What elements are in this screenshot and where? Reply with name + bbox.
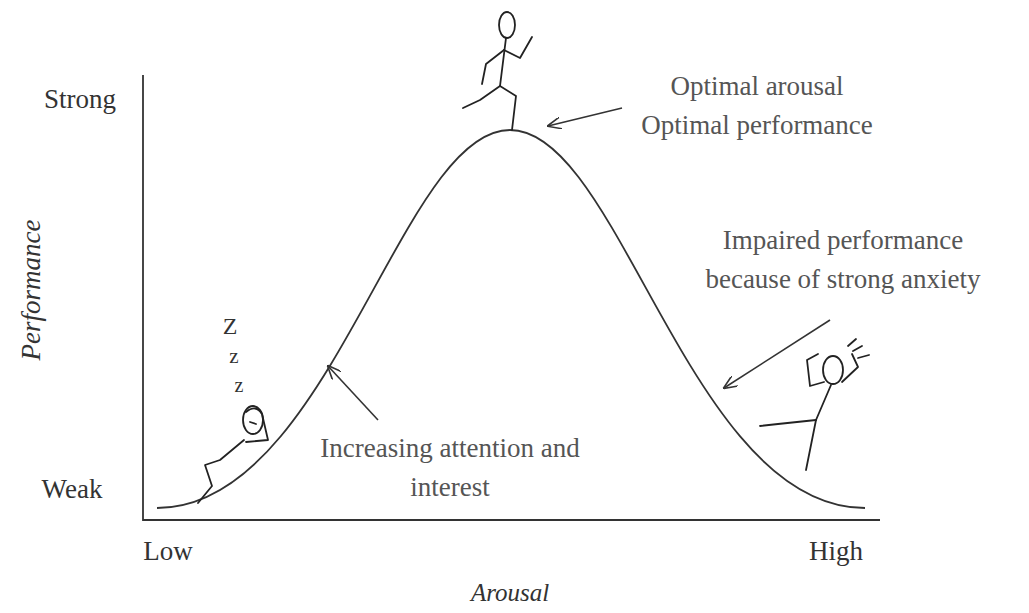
leader-arrow xyxy=(724,320,830,388)
axis-tick-label: Strong xyxy=(44,80,116,119)
runner-figure xyxy=(463,12,532,130)
axis-tick-label: High xyxy=(809,532,863,571)
axis-tick-label: Low xyxy=(143,532,193,571)
anxious-figure xyxy=(760,339,869,470)
annotation: Impaired performance because of strong a… xyxy=(678,221,1008,299)
axis-title: Performance xyxy=(12,220,51,361)
sleep-symbol: z xyxy=(235,371,244,400)
sleeping-figure xyxy=(198,406,268,503)
axes xyxy=(143,75,880,520)
sleep-symbol: Z xyxy=(223,309,238,344)
axis-tick-label: Weak xyxy=(42,470,103,509)
annotation: Optimal arousal Optimal performance xyxy=(628,67,886,145)
leader-arrow xyxy=(328,366,378,420)
axis-title: Arousal xyxy=(471,575,549,611)
performance-curve xyxy=(157,130,865,508)
sleep-symbol: z xyxy=(229,341,238,371)
annotation: Increasing attention and interest xyxy=(319,429,581,507)
leader-arrow xyxy=(548,108,622,126)
